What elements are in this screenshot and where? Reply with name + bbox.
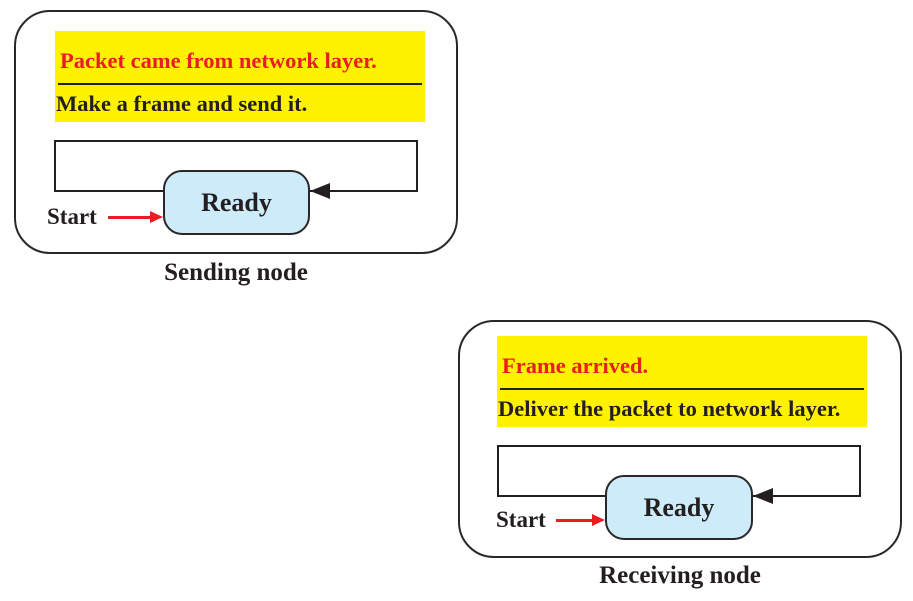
event-action-divider [500,388,864,390]
event-text: Frame arrived. [502,353,649,378]
event-action-divider [58,83,422,85]
ready-state-label: Ready [643,492,715,522]
action-text: Make a frame and send it. [56,91,308,116]
node-caption-sending: Sending node [164,259,308,286]
ready-state: Ready [163,170,310,235]
start-arrow-line [556,519,592,522]
ready-state-label: Ready [201,187,272,217]
start-label: Start [496,507,546,532]
ready-state: Ready [605,475,753,540]
start-arrowhead-icon [592,514,605,526]
loop-arrowhead-icon [310,183,330,199]
start-arrowhead-icon [150,211,163,223]
sending-node-diagram: Packet came from network layer. Make a f… [14,10,458,254]
action-text: Deliver the packet to network layer. [498,396,841,421]
event-action-callout: Frame arrived. Deliver the packet to net… [497,336,867,427]
start-arrow-line [108,216,150,219]
start-label: Start [47,204,97,229]
node-caption-receiving: Receiving node [599,562,761,589]
event-action-callout: Packet came from network layer. Make a f… [55,31,425,122]
receiving-node-diagram: Frame arrived. Deliver the packet to net… [458,320,902,558]
loop-arrowhead-icon [753,488,773,504]
event-text: Packet came from network layer. [60,48,377,73]
